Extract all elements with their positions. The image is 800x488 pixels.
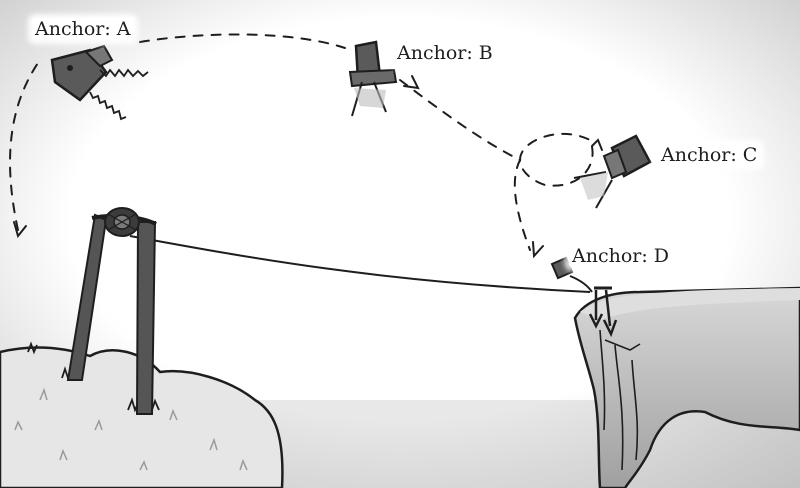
flight-path xyxy=(9,33,594,251)
pulley-winch-icon xyxy=(104,207,140,237)
winch-posts xyxy=(66,213,157,415)
anchor-b-label: Anchor: B xyxy=(394,42,496,64)
anchor-d-launcher-icon xyxy=(550,256,618,338)
zipline-cable xyxy=(129,235,591,293)
anchor-a-launcher-icon xyxy=(50,44,149,121)
flight-arrowheads xyxy=(13,75,603,259)
grass-tufts xyxy=(14,387,248,471)
cliff-top xyxy=(580,288,800,320)
anchor-a-label: Anchor: A xyxy=(32,18,134,40)
anchor-b-launcher-icon xyxy=(348,40,398,117)
cliff-cracks xyxy=(599,329,641,471)
anchor-c-launcher-icon xyxy=(573,134,652,209)
anchor-d-label: Anchor: D xyxy=(569,245,673,267)
anchor-c-label: Anchor: C xyxy=(658,144,761,166)
left-hill xyxy=(0,346,284,488)
